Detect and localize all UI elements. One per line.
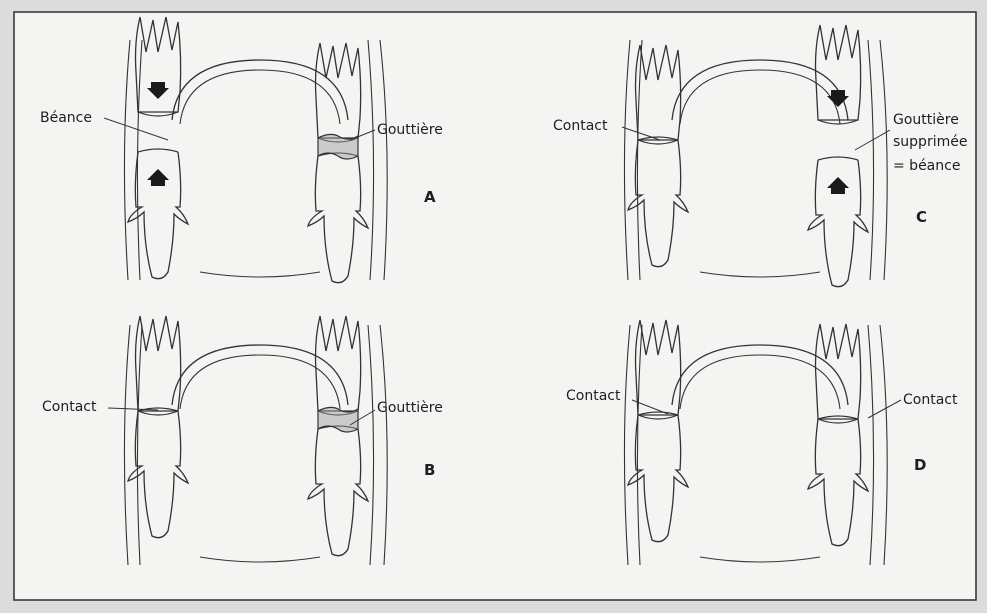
label-contact-c: Contact (553, 118, 608, 134)
label-contact-b: Contact (42, 399, 97, 415)
label-gouttiere-supprimee-3: = béance (893, 158, 960, 174)
panel-letter-c: C (916, 208, 927, 226)
label-contact-d-left: Contact (566, 388, 621, 404)
label-gouttiere-supprimee-1: Gouttière (893, 112, 959, 128)
panel-letter-b: B (424, 461, 435, 479)
label-beance: Béance (40, 110, 92, 126)
panel-letter-d: D (914, 456, 926, 474)
label-gouttiere-supprimee-2: supprimée (893, 134, 967, 150)
label-gouttiere-a: Gouttière (377, 122, 443, 138)
label-contact-d-right: Contact (903, 392, 958, 408)
label-gouttiere-b: Gouttière (377, 400, 443, 416)
panel-letter-a: A (424, 188, 436, 206)
